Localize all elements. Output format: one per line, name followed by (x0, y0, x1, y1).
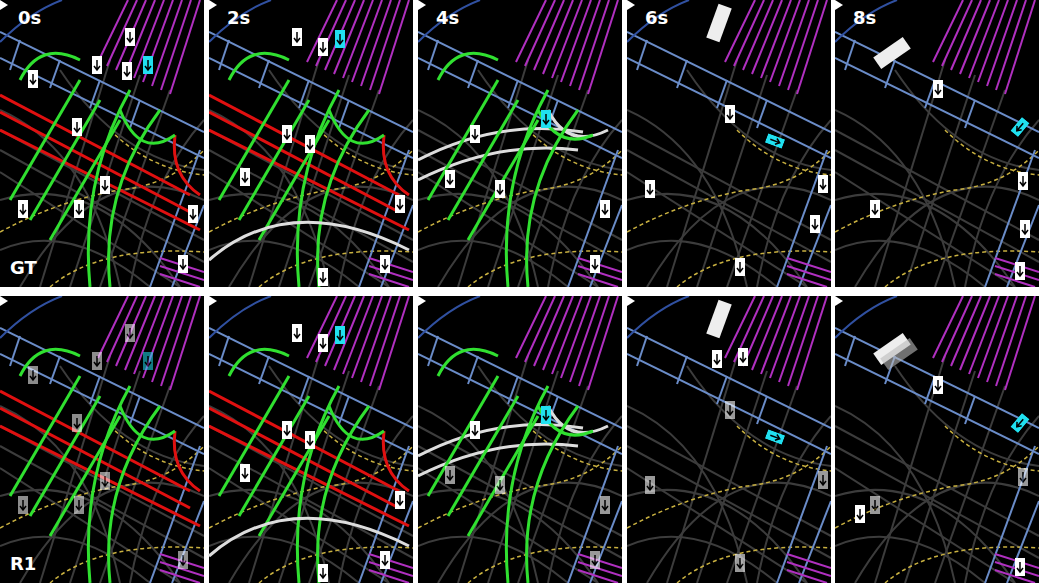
time-label: 2s (227, 8, 250, 28)
row-label: R1 (10, 554, 36, 574)
time-label: 0s (18, 8, 41, 28)
time-label: 6s (645, 8, 668, 28)
row-label: GT (10, 258, 37, 278)
time-label: 8s (853, 8, 876, 28)
time-label: 4s (436, 8, 459, 28)
